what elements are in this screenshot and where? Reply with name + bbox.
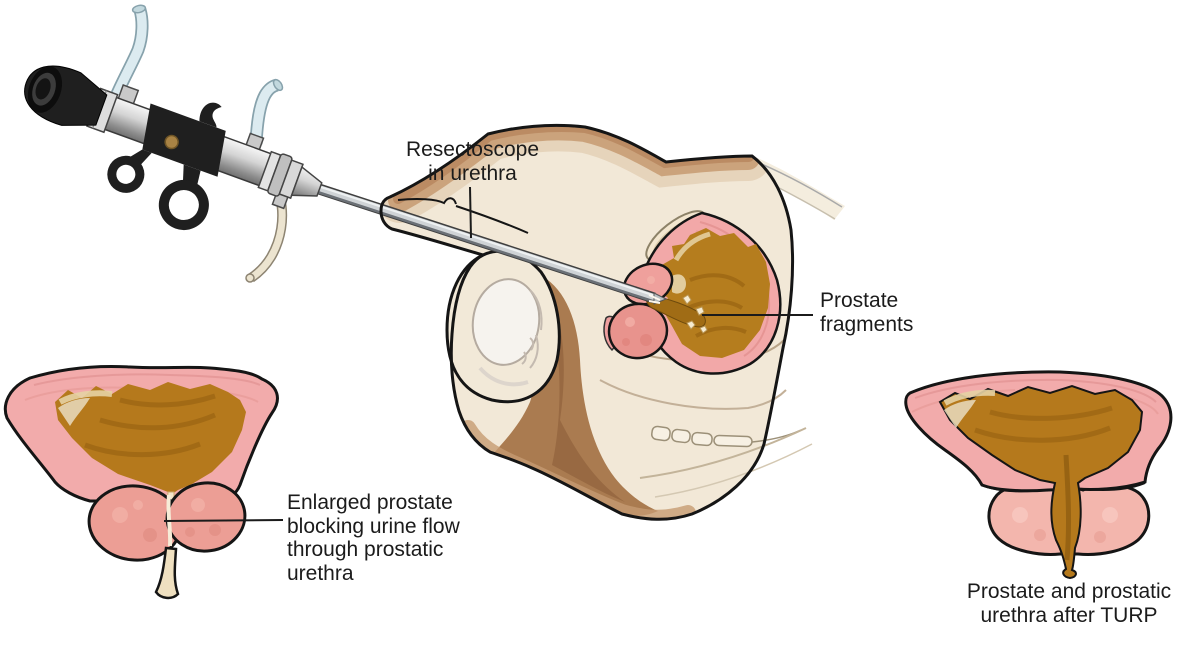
scope-handle [125,102,226,188]
perineum-shade [494,276,658,516]
label-line: urethra [287,561,354,585]
after-turp-caption: Prostate and prostatic urethra after TUR… [938,580,1200,627]
irrigation-tube-left [111,4,149,97]
scrotum [445,249,561,404]
irrigation-tube-right [249,78,284,145]
urine-streak [645,294,706,328]
resectoscope-leader-line [469,186,472,239]
prostate-fragments-label: Prostate fragments [820,289,980,336]
label-line: fragments [820,312,914,336]
label-line: Resectoscope [405,138,540,161]
label-line: through prostatic [287,538,444,561]
bladder-urine [55,382,246,494]
enlarged-prostate-lobe [87,481,247,562]
cutting-loop-tip [653,292,668,305]
testicle [471,278,541,366]
resectoscope-illustration [24,4,323,283]
resectoscope-shaft [314,182,668,305]
gold-dot [164,134,179,150]
bladder [638,211,782,375]
drain-tube [245,195,288,283]
finger-ring [158,179,209,230]
prostate-fragments [682,294,708,334]
post-turp-prostate-illustration [904,370,1173,580]
coccyx [651,425,753,448]
label-line: Prostate [820,289,899,312]
prostate [607,262,674,360]
label-line: Enlarged prostate [287,491,453,514]
pelvis-cross-section-illustration [314,123,845,521]
resectoscope-label: Resectoscope in urethra [390,138,555,185]
label-line: Prostate and prostatic [966,580,1172,603]
label-line: blocking urine flow [287,514,460,538]
enlarged-prostate-leader-line [163,519,284,522]
finger-ring [107,155,145,193]
enlarged-prostate-label: Enlarged prostate blocking urine flow th… [287,491,527,585]
label-line: urethra after TURP [980,603,1158,627]
bladder-urine [658,228,770,358]
urethra-tail [154,546,180,600]
label-line: in urethra [428,161,517,185]
enlarged-prostate-illustration [3,364,279,600]
